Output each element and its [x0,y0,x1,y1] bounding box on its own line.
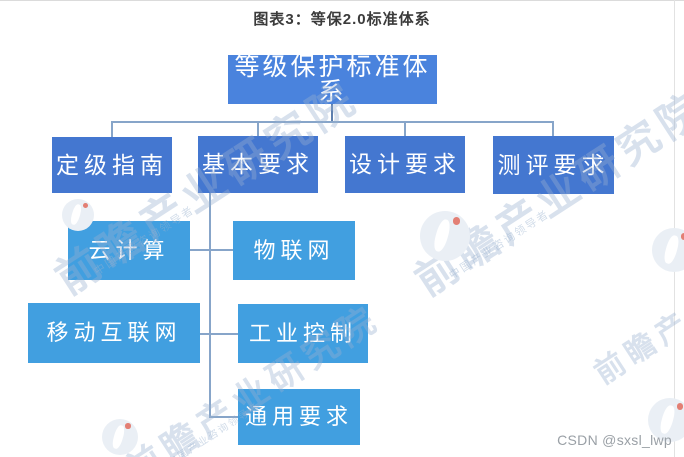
qianzhan-logo-icon [102,419,138,455]
node-label: 工业控制 [248,320,357,346]
node-label: 基本要求 [202,151,314,177]
connector-drop-grading-guide [111,121,113,138]
node-label: 设计要求 [349,151,461,177]
connector-basic-requirements-spine [209,193,211,418]
node-evaluation-requirements: 测评要求 [493,136,614,194]
chart-title: 图表3：等保2.0标准体系 [253,11,431,28]
node-label: 移动互联网 [46,320,182,345]
connector-mobile-industrial [200,333,238,335]
node-grading-guide: 定级指南 [52,137,172,193]
node-standard-system: 等级保护标准体系 [228,52,437,106]
node-label: 通用要求 [244,404,353,429]
node-general-requirements: 通用要求 [238,389,360,445]
connector-general-elbow [209,416,238,418]
top-border-line [0,0,684,1]
node-design-requirements: 设计要求 [345,136,465,193]
node-cloud-computing: 云计算 [68,221,190,280]
connector-drop-evaluation-requirements [552,121,554,137]
connector-cloud-iot [190,249,233,251]
node-industrial-control: 工业控制 [238,304,368,363]
node-label: 等级保护标准体系 [234,52,431,106]
node-label: 测评要求 [497,151,610,178]
node-label: 物联网 [253,237,335,263]
connector-horizontal-main [111,121,554,123]
node-label: 云计算 [88,237,170,263]
node-iot: 物联网 [233,221,355,280]
watermark-brand-subtext: 中国产业咨询领导者 [447,208,552,282]
watermark-brand-text: 前瞻产业研究院 [588,225,684,391]
connector-drop-basic-requirements [257,121,259,137]
connector-root-drop [331,104,333,123]
node-label: 定级指南 [56,151,168,178]
csdn-credit: CSDN @sxsl_lwp [557,432,672,448]
node-mobile-internet: 移动互联网 [28,303,200,363]
node-basic-requirements: 基本要求 [198,136,318,193]
connector-drop-design-requirements [404,121,406,137]
qianzhan-logo-icon [652,228,684,272]
right-border-line [674,0,675,457]
qianzhan-logo-icon [420,211,470,261]
